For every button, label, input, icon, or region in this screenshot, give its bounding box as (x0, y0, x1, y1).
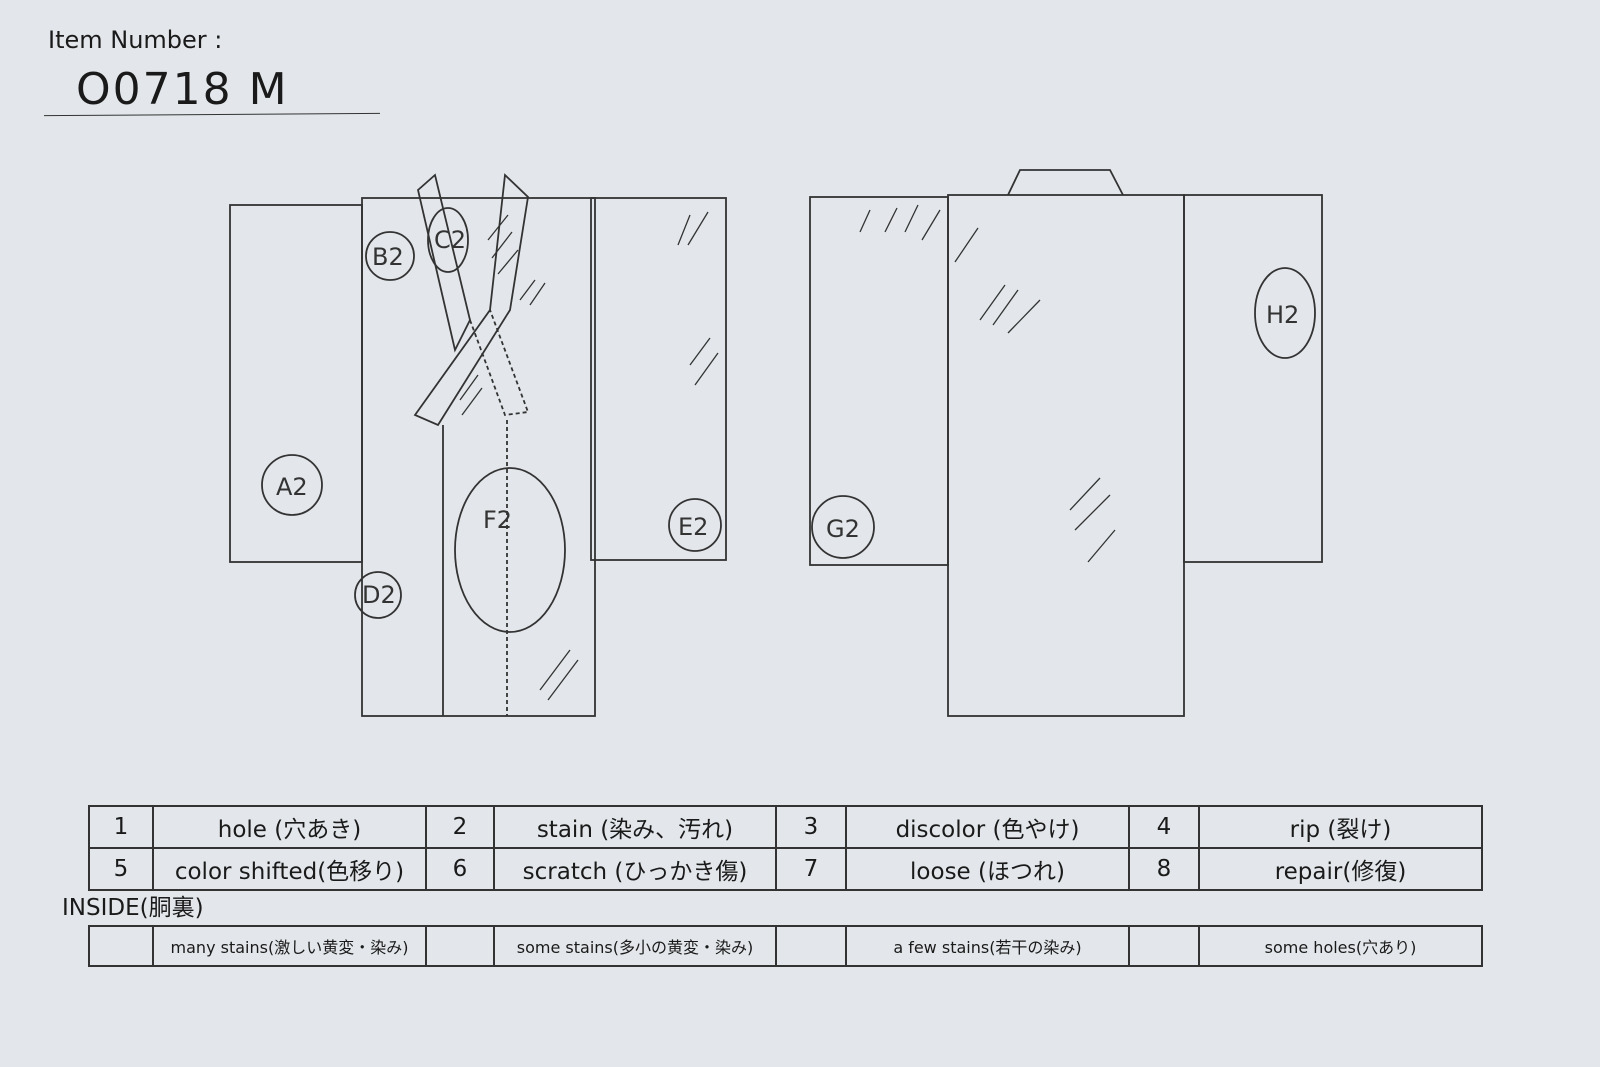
legend-num: 3 (775, 805, 847, 849)
legend-num: 6 (425, 847, 495, 891)
checkbox-cell (775, 925, 847, 967)
item-number-value: O0718 M (76, 64, 289, 115)
legend-num: 4 (1128, 805, 1200, 849)
checkbox-cell (88, 925, 154, 967)
kimono-front (229, 173, 727, 717)
mark-a2: A2 (276, 473, 308, 501)
checkbox-cell (1128, 925, 1200, 967)
mark-c2: C2 (434, 226, 466, 254)
legend-num: 2 (425, 805, 495, 849)
inside-table: many stains(激しい黄変・染み) some stains(多小の黄変・… (88, 925, 1483, 967)
damage-legend-table: 1 hole (穴あき) 2 stain (染み、汚れ) 3 discolor … (88, 805, 1483, 891)
mark-d2: D2 (362, 581, 396, 609)
legend-label: hole (穴あき) (152, 805, 427, 849)
table-row: 1 hole (穴あき) 2 stain (染み、汚れ) 3 discolor … (88, 805, 1483, 849)
mark-h2: H2 (1266, 301, 1299, 329)
mark-f2: F2 (483, 506, 512, 534)
legend-label: rip (裂け) (1198, 805, 1483, 849)
legend-num: 7 (775, 847, 847, 891)
inside-item: a few stains(若干の染み) (845, 925, 1130, 967)
checkbox-cell (425, 925, 495, 967)
legend-label: scratch (ひっかき傷) (493, 847, 777, 891)
legend-label: discolor (色やけ) (845, 805, 1130, 849)
mark-b2: B2 (372, 243, 404, 271)
table-row: many stains(激しい黄変・染み) some stains(多小の黄変・… (88, 925, 1483, 967)
mark-g2: G2 (826, 515, 860, 543)
inside-title: INSIDE(胴裏) (62, 895, 204, 921)
inside-item: some stains(多小の黄変・染み) (493, 925, 777, 967)
mark-e2: E2 (678, 513, 708, 541)
back-damage-marks (811, 267, 1316, 559)
inside-item: some holes(穴あり) (1198, 925, 1483, 967)
front-damage-marks (261, 207, 722, 633)
kimono-back (809, 169, 1323, 717)
table-row: 5 color shifted(色移り) 6 scratch (ひっかき傷) 7… (88, 847, 1483, 891)
legend-label: stain (染み、汚れ) (493, 805, 777, 849)
legend-num: 1 (88, 805, 154, 849)
legend-label: color shifted(色移り) (152, 847, 427, 891)
inside-item: many stains(激しい黄変・染み) (152, 925, 427, 967)
legend-num: 8 (1128, 847, 1200, 891)
legend-num: 5 (88, 847, 154, 891)
legend-label: repair(修復) (1198, 847, 1483, 891)
legend-label: loose (ほつれ) (845, 847, 1130, 891)
item-number-label: Item Number : (48, 26, 223, 54)
